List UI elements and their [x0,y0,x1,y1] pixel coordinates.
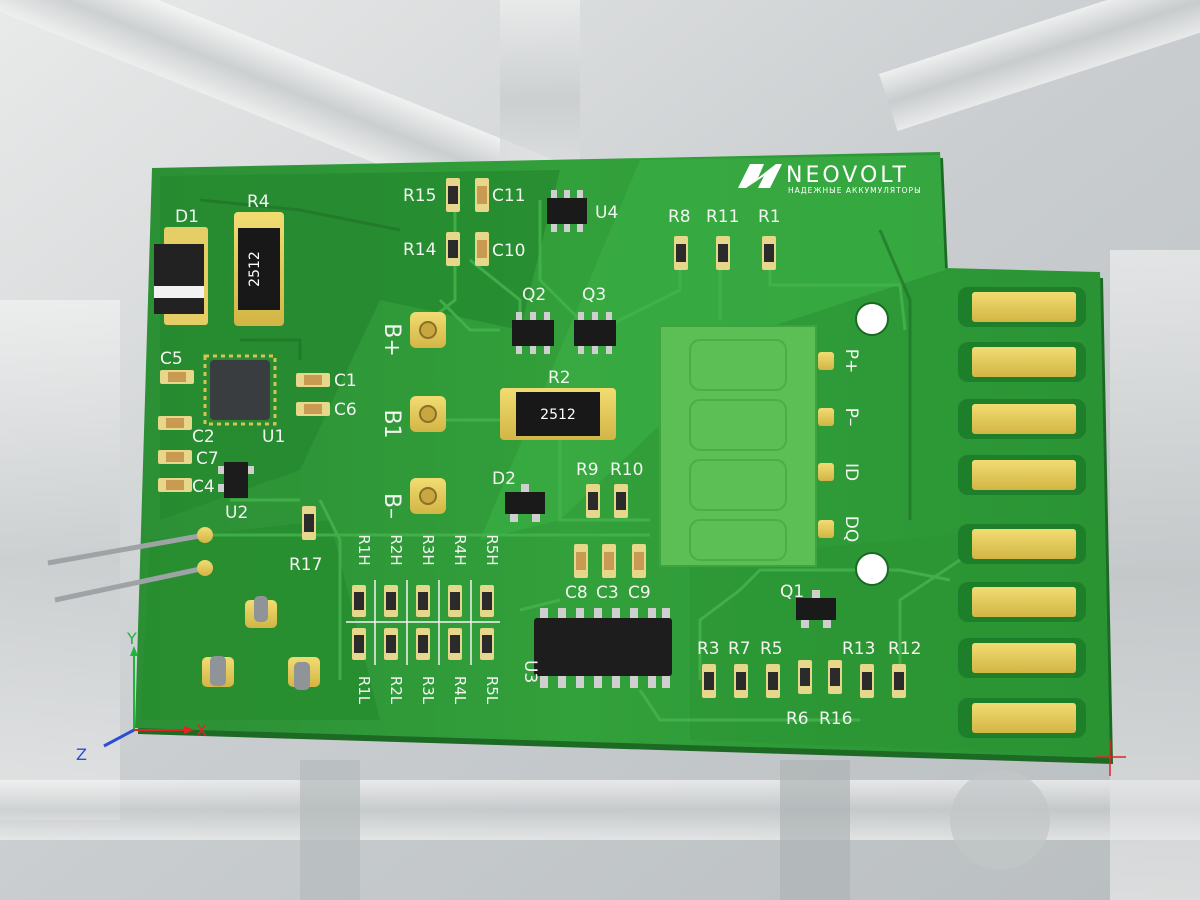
label-r1: R1 [758,207,781,227]
label-p-minus: P– [841,408,861,427]
label-r9: R9 [576,460,599,480]
label-r7: R7 [728,639,751,659]
resistor-r4-marking: 2512 [247,251,263,287]
label-q3: Q3 [582,285,606,305]
label-r2h: R2H [387,534,405,565]
axis-z-line [103,728,135,748]
bottom-left-pins [202,596,320,690]
label-r2: R2 [548,368,571,388]
label-r10: R10 [610,460,643,480]
mosfet-q3 [574,312,616,354]
label-c6: C6 [334,400,357,420]
label-c7: C7 [196,449,219,469]
battery-pads [410,312,446,514]
label-r14: R14 [403,240,436,260]
label-r1h: R1H [355,534,373,565]
label-u2: U2 [225,503,248,523]
neovolt-logo: NEOVOLT НАДЕЖНЫЕ АККУМУЛЯТОРЫ [738,163,922,195]
label-id: ID [841,463,861,481]
passives [158,178,906,698]
connector-block [659,325,834,567]
ic-u1 [203,354,277,426]
label-r5h: R5H [483,534,501,565]
label-c3: C3 [596,583,619,603]
label-r12: R12 [888,639,921,659]
resistor-r2-marking: 2512 [540,407,576,423]
label-u3: U3 [520,660,540,683]
diode-d2 [505,484,545,522]
silkscreen-labels: D1 R4 R15 C11 U4 R14 C10 R8 R11 R1 Q2 Q3… [160,186,921,729]
label-r3h: R3H [419,534,437,565]
thermistor-leads [47,527,213,603]
resistor-r2: 2512 [500,388,616,440]
label-c9: C9 [628,583,651,603]
label-q2: Q2 [522,285,546,305]
label-u1: U1 [262,427,285,447]
label-p-plus: P+ [841,349,861,374]
label-b-minus: B– [379,493,404,519]
axis-x-label: X [196,721,207,740]
brand-tagline: НАДЕЖНЫЕ АККУМУЛЯТОРЫ [788,186,922,195]
label-r1l: R1L [355,676,373,705]
label-r4l: R4L [451,676,469,705]
axis-y-arrow [130,646,138,656]
label-r3: R3 [697,639,720,659]
axis-y-label: Y [126,629,137,648]
ic-u2 [218,462,254,498]
label-r2l: R2L [387,676,405,705]
diode-d1 [154,227,208,325]
neovolt-logo-icon [738,164,782,188]
battery-pad-labels: B+ B1 B– [379,323,404,519]
connector-pin-labels: P+ P– ID DQ [841,349,861,542]
axis-x-arrow [184,726,194,734]
label-r11: R11 [706,207,739,227]
label-b1: B1 [379,409,404,438]
mounting-hole-bottom [855,552,889,586]
label-d2: D2 [492,469,516,489]
edge-connector [958,287,1086,738]
label-c11: C11 [492,186,526,206]
label-b-plus: B+ [379,323,404,357]
label-r5: R5 [760,639,783,659]
divider-labels: R1H R2H R3H R4H R5H R1L R2L R3L R4L R5L [355,534,501,704]
transistor-q1 [796,590,836,628]
axis-gizmo: Y X Z [76,629,1126,776]
label-r5l: R5L [483,676,501,705]
label-r16: R16 [819,709,852,729]
ic-u3 [534,608,672,688]
label-d1: D1 [175,207,199,227]
label-r3l: R3L [419,676,437,705]
mosfet-q2 [512,312,554,354]
label-c2: C2 [192,427,215,447]
label-r4h: R4H [451,534,469,565]
ic-u4 [547,190,587,232]
label-dq: DQ [841,516,861,542]
label-r17: R17 [289,555,322,575]
label-q1: Q1 [780,582,804,602]
mounting-hole-top [855,302,889,336]
label-r15: R15 [403,186,436,206]
label-c5: C5 [160,349,183,369]
label-r4: R4 [247,192,270,212]
axis-z-label: Z [76,745,87,764]
brand-name: NEOVOLT [786,163,909,188]
label-c1: C1 [334,371,357,391]
label-u4: U4 [595,203,618,223]
label-c8: C8 [565,583,588,603]
label-c4: C4 [192,477,215,497]
label-r13: R13 [842,639,875,659]
label-r6: R6 [786,709,809,729]
resistor-r4: 2512 [234,212,284,326]
label-c10: C10 [492,241,526,261]
label-r8: R8 [668,207,691,227]
